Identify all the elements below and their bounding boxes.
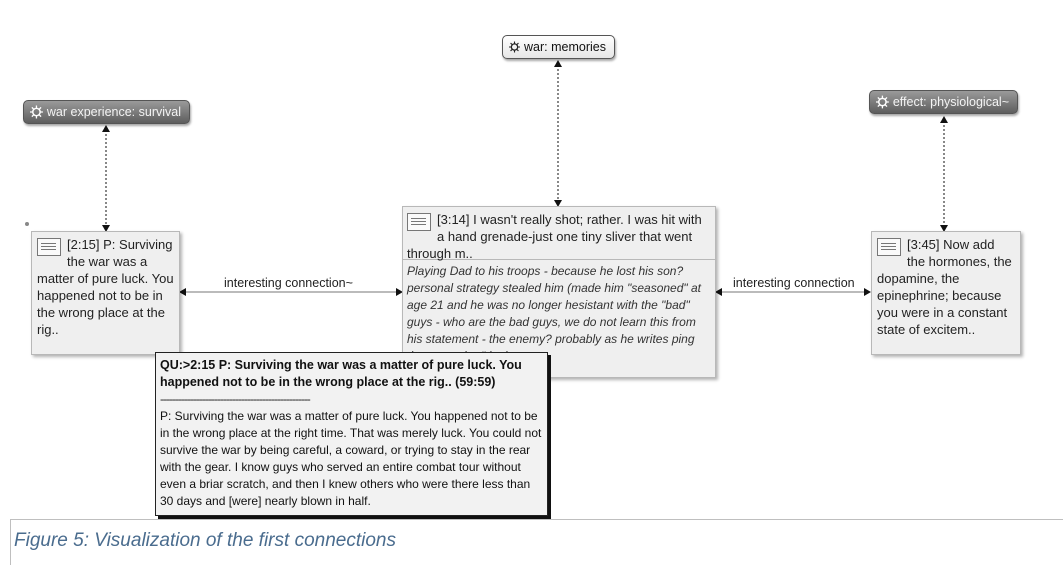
quotation-document-icon (877, 238, 901, 256)
code-label-survival: war experience: survival (46, 105, 181, 119)
quotation-text-3-14: [3:14] I wasn't really shot; rather. I w… (407, 212, 702, 261)
link-label-left[interactable]: interesting connection~ (222, 276, 355, 290)
code-gear-icon (30, 105, 43, 119)
quotation-document-icon (37, 238, 61, 256)
quotation-text-2-15: [2:15] P: Surviving the war was a matter… (37, 237, 174, 337)
code-label-physiological: effect: physiological~ (892, 95, 1009, 109)
network-canvas[interactable]: war experience: survival war: memories e… (0, 0, 1063, 520)
anchor-dot (25, 222, 29, 226)
quotation-header-3-14: [3:14] I wasn't really shot; rather. I w… (403, 207, 715, 261)
quotation-comment-text: Playing Dad to his troops - because he l… (407, 264, 702, 346)
caption-side-bar (10, 520, 11, 565)
tooltip-separator: ----------------------------------------… (160, 392, 311, 406)
code-node-survival[interactable]: war experience: survival (23, 100, 190, 124)
caption-divider (10, 519, 1063, 520)
quotation-tooltip: QU:>2:15 P: Surviving the war was a matt… (155, 352, 548, 516)
code-node-memories[interactable]: war: memories (502, 35, 615, 59)
link-label-right[interactable]: interesting connection (731, 276, 857, 290)
quotation-text-3-45: [3:45] Now add the hormones, the dopamin… (877, 237, 1012, 337)
code-gear-icon (509, 41, 521, 53)
figure-caption: Figure 5: Visualization of the first con… (14, 530, 396, 551)
link-lines (25, 60, 948, 296)
quotation-node-3-45[interactable]: [3:45] Now add the hormones, the dopamin… (871, 231, 1021, 355)
code-gear-icon (876, 95, 889, 109)
code-label-memories: war: memories (524, 40, 606, 54)
tooltip-title: QU:>2:15 P: Surviving the war was a matt… (160, 358, 522, 389)
code-node-physiological[interactable]: effect: physiological~ (869, 90, 1018, 114)
tooltip-body: P: Surviving the war was a matter of pur… (160, 409, 542, 508)
quotation-node-2-15[interactable]: [2:15] P: Surviving the war was a matter… (31, 231, 180, 355)
quotation-document-icon (407, 213, 431, 231)
